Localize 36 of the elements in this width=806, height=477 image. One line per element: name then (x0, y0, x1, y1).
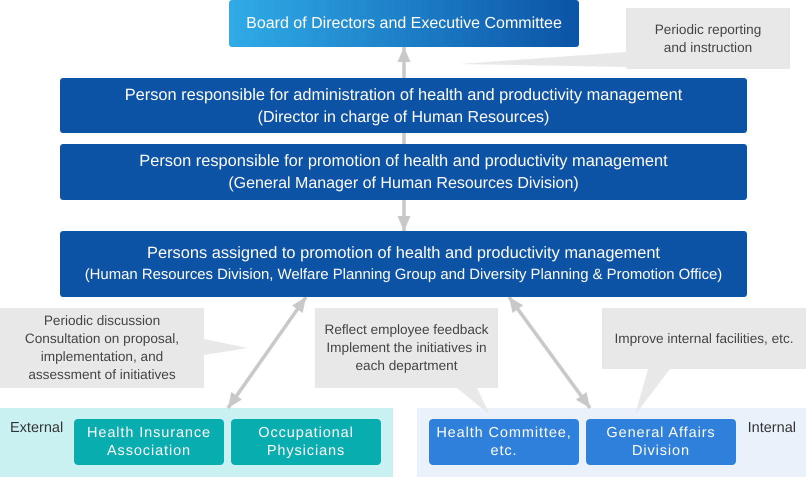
band-label: Internal (748, 420, 796, 436)
group-band (417, 408, 806, 477)
role-box (60, 144, 747, 200)
box-label: Occupational Physicians (257, 424, 355, 460)
callout-text: Improve internal facilities, etc. (614, 330, 794, 348)
callout-bubble (315, 308, 498, 415)
role-box (60, 78, 747, 133)
box-label: Health Insurance Association (86, 424, 212, 460)
box-title: Board of Directors and Executive Committee (246, 14, 562, 32)
role-box (60, 231, 747, 297)
box-subtitle: (Human Resources Division, Welfare Planning Group and Diversity Planning & Promotion Office) (84, 266, 722, 285)
group-band (0, 408, 393, 477)
callout-text: Periodic reporting and instruction (654, 20, 762, 56)
connector-line (402, 133, 406, 144)
callout-text: Implement the initiatives in each department (325, 339, 488, 375)
callout-bubble (0, 308, 248, 388)
box-subtitle: (General Manager of Human Resources Division) (228, 174, 579, 194)
callout-text: Periodic discussion (44, 312, 160, 330)
box-title: Person responsible for administration of health and productivity management (124, 84, 682, 106)
box-label: Health Committee, etc. (435, 424, 573, 460)
callout-text: Reflect employee feedback (324, 321, 488, 339)
box-title: Person responsible for promotion of health and productivity management (139, 151, 668, 172)
organization-box (231, 419, 381, 465)
box-subtitle: (Director in charge of Human Resources) (258, 108, 550, 128)
box-title: Persons assigned to promotion of health and productivity management (147, 243, 660, 264)
organization-box (429, 419, 579, 465)
organization-box (74, 419, 224, 465)
arrow (398, 200, 410, 231)
arrow (398, 47, 410, 78)
board-box (229, 0, 579, 47)
double-arrow (508, 296, 592, 410)
band-label: External (10, 420, 64, 436)
callout-text: Consultation on proposal, implementation, and assessment of initiatives (24, 330, 180, 384)
double-arrow (226, 296, 308, 409)
organization-box (586, 419, 736, 465)
box-label: General Affairs Division (605, 424, 717, 460)
